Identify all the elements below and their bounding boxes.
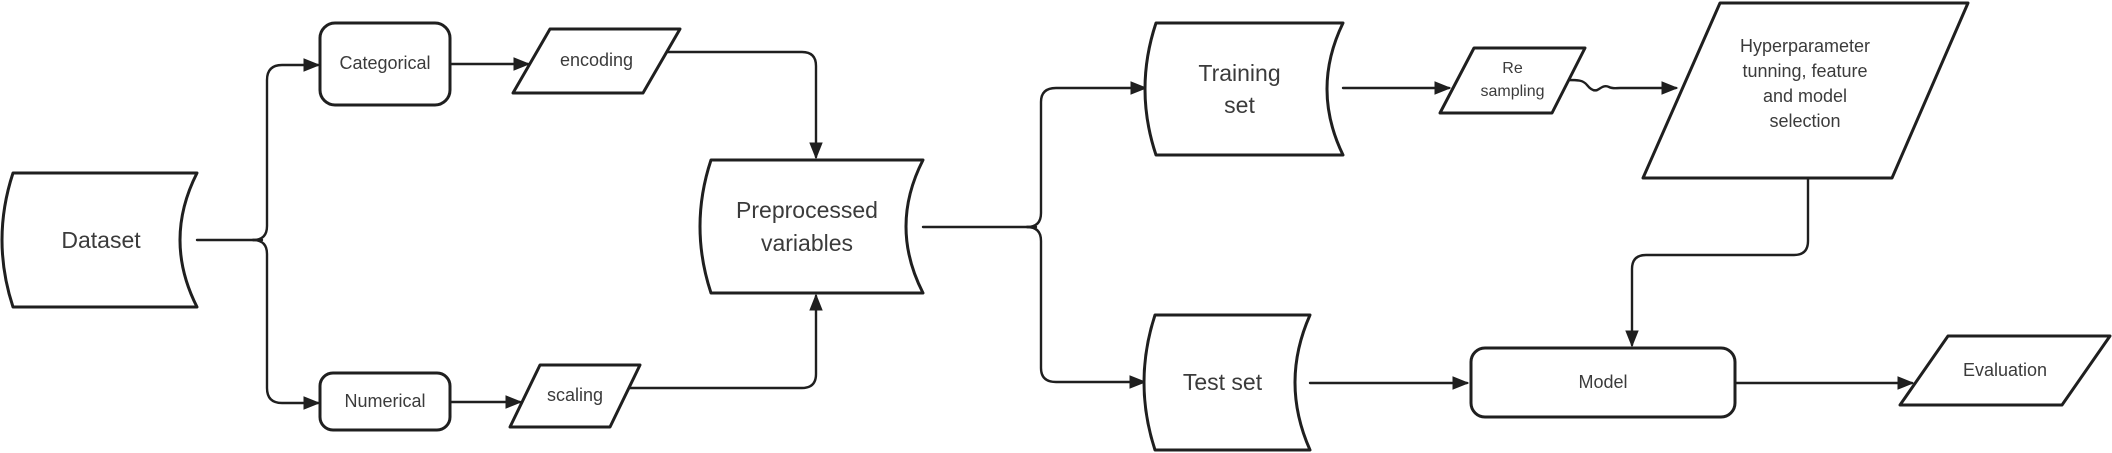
edge-dataset-categorical xyxy=(251,58,321,242)
edge-scaling-preprocessed xyxy=(627,293,823,390)
test-set-shape xyxy=(1142,313,1312,452)
encoding-shape xyxy=(511,27,682,95)
categorical-shape xyxy=(318,21,452,107)
model-shape xyxy=(1469,346,1737,419)
edge-resampling-hyperparameter xyxy=(1565,78,1679,95)
evaluation-shape xyxy=(1898,334,2112,407)
edge-preprocessed-test xyxy=(1025,225,1147,389)
preprocessed-shape xyxy=(698,158,925,295)
scaling-shape xyxy=(508,363,642,429)
training-set-shape xyxy=(1143,21,1345,157)
resampling-shape xyxy=(1438,46,1587,115)
edge-hyperparameter-model xyxy=(1625,176,1810,348)
edge-dataset-numerical xyxy=(251,238,321,410)
hyperparameter-shape xyxy=(1641,1,1970,180)
edge-preprocessed-training xyxy=(1025,81,1148,229)
dataset-shape xyxy=(0,171,199,309)
edge-encoding-preprocessed xyxy=(665,50,823,160)
numerical-shape xyxy=(318,371,452,432)
